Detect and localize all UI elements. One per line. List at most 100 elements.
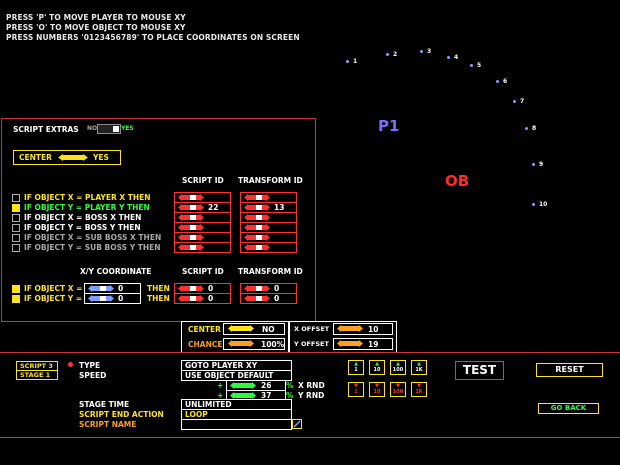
chance-value: 100% — [261, 340, 285, 349]
coordinate-point[interactable]: 8 — [525, 125, 536, 132]
x-plus-sign: + — [217, 381, 224, 390]
yellow-arrows-icon[interactable] — [58, 154, 88, 161]
y-percent-icon: % — [286, 391, 294, 400]
xy-transform-value: 0 — [274, 284, 280, 293]
x-offset-selector[interactable]: 10 — [333, 323, 393, 335]
condition-checkbox[interactable] — [12, 194, 20, 202]
player-marker[interactable]: P1 — [378, 117, 400, 135]
xy-script-id[interactable]: 0 — [174, 293, 231, 304]
up-arrow-icon: ▲ — [375, 361, 379, 367]
xy-value-selector[interactable]: 0 — [84, 293, 141, 304]
y-plus-sign: + — [217, 391, 224, 400]
toggle-no-label: NO — [87, 125, 98, 132]
condition-label: IF OBJECT Y = SUB BOSS Y THEN — [24, 243, 161, 252]
yellow-arrows-icon — [228, 325, 254, 332]
end-action-label: SCRIPT END ACTION — [79, 410, 164, 419]
condition-checkbox[interactable] — [12, 214, 20, 222]
step-up-button[interactable]: ▲1 — [348, 360, 364, 375]
y-rnd-label: Y RND — [298, 391, 325, 400]
xy-value: 0 — [118, 284, 124, 293]
coordinate-point[interactable]: 6 — [496, 78, 507, 85]
xy-checkbox[interactable] — [12, 295, 20, 303]
toggle-knob — [113, 126, 119, 132]
red-arrows-icon — [244, 295, 270, 302]
xy-script-value: 0 — [208, 294, 214, 303]
coordinate-point[interactable]: 3 — [420, 48, 431, 55]
coordinate-point[interactable]: 10 — [532, 201, 547, 208]
center-selector[interactable]: CENTER YES — [13, 150, 121, 165]
orange-arrows-icon — [228, 340, 254, 347]
red-arrows-icon — [178, 295, 204, 302]
script-name-label: SCRIPT NAME — [79, 420, 137, 429]
step-up-button[interactable]: ▲10 — [369, 360, 385, 375]
extras-toggle[interactable] — [97, 124, 121, 134]
blue-arrows-icon — [88, 285, 114, 292]
condition-transform-value: 13 — [274, 203, 285, 212]
point-dot-icon — [532, 203, 535, 206]
green-arrows-icon — [230, 392, 256, 399]
step-down-button[interactable]: ▼10 — [369, 382, 385, 397]
condition-transform-id[interactable] — [240, 242, 297, 253]
step-down-button[interactable]: ▼1 — [348, 382, 364, 397]
transform-id-header: TRANSFORM ID — [238, 176, 303, 185]
condition-label: IF OBJECT X = PLAYER X THEN — [24, 193, 151, 202]
step-down-button[interactable]: ▼1K — [411, 382, 427, 397]
up-arrow-icon: ▲ — [417, 361, 421, 367]
down-arrow-icon: ▼ — [354, 383, 358, 389]
go-back-button[interactable]: GO BACK — [538, 403, 599, 414]
red-arrows-icon — [178, 224, 204, 231]
step-down-button[interactable]: ▼100 — [390, 382, 406, 397]
condition-script-value: 22 — [208, 203, 219, 212]
condition-script-id[interactable] — [174, 242, 231, 253]
red-arrows-icon — [244, 224, 270, 231]
condition-checkbox[interactable] — [12, 244, 20, 252]
red-arrows-icon — [244, 285, 270, 292]
x-offset-label: X OFFSET — [294, 325, 330, 333]
script-id-header: SCRIPT ID — [182, 176, 224, 185]
condition-checkbox[interactable] — [12, 204, 20, 212]
script-extras-title: SCRIPT EXTRAS — [13, 125, 79, 134]
condition-checkbox[interactable] — [12, 234, 20, 242]
xy-script-value: 0 — [208, 284, 214, 293]
orange-arrows-icon — [337, 325, 363, 332]
xy-transform-value: 0 — [274, 294, 280, 303]
help-line-3: PRESS NUMBERS '0123456789' TO PLACE COOR… — [6, 33, 300, 42]
point-dot-icon — [525, 127, 528, 130]
coordinate-point[interactable]: 4 — [447, 54, 458, 61]
then-label: THEN — [147, 294, 170, 303]
stage-selector[interactable]: STAGE 1 — [16, 370, 58, 380]
test-button[interactable]: TEST — [455, 361, 504, 380]
red-arrows-icon — [244, 234, 270, 241]
coordinate-point[interactable]: 9 — [532, 161, 543, 168]
coordinate-point[interactable]: 7 — [513, 98, 524, 105]
help-line-1: PRESS 'P' TO MOVE PLAYER TO MOUSE XY — [6, 13, 186, 22]
red-arrows-icon — [178, 194, 204, 201]
x-rnd-value: 26 — [261, 381, 272, 390]
offset-center-selector[interactable]: NO — [223, 323, 285, 335]
down-arrow-icon: ▼ — [417, 383, 421, 389]
offset-center-value: NO — [262, 325, 275, 334]
blue-arrows-icon — [88, 295, 114, 302]
chance-selector[interactable]: 100% — [223, 338, 285, 350]
coordinate-point[interactable]: 1 — [346, 58, 357, 65]
condition-checkbox[interactable] — [12, 224, 20, 232]
edit-pencil-icon[interactable] — [292, 419, 302, 429]
red-arrows-icon — [178, 214, 204, 221]
xy-transform-id[interactable]: 0 — [240, 293, 297, 304]
y-rnd-value: 37 — [261, 391, 272, 400]
object-marker[interactable]: OB — [445, 172, 470, 190]
transform-id-header-2: TRANSFORM ID — [238, 267, 303, 276]
red-arrows-icon — [178, 234, 204, 241]
point-dot-icon — [346, 60, 349, 63]
xy-checkbox[interactable] — [12, 285, 20, 293]
point-dot-icon — [470, 64, 473, 67]
condition-label: IF OBJECT Y = PLAYER Y THEN — [24, 203, 150, 212]
script-name-field[interactable] — [181, 419, 292, 430]
coordinate-point[interactable]: 5 — [470, 62, 481, 69]
coordinate-point[interactable]: 2 — [386, 51, 397, 58]
reset-button[interactable]: RESET — [536, 363, 603, 377]
step-up-button[interactable]: ▲1K — [411, 360, 427, 375]
y-offset-selector[interactable]: 19 — [333, 338, 393, 350]
red-arrows-icon — [178, 204, 204, 211]
step-up-button[interactable]: ▲100 — [390, 360, 406, 375]
